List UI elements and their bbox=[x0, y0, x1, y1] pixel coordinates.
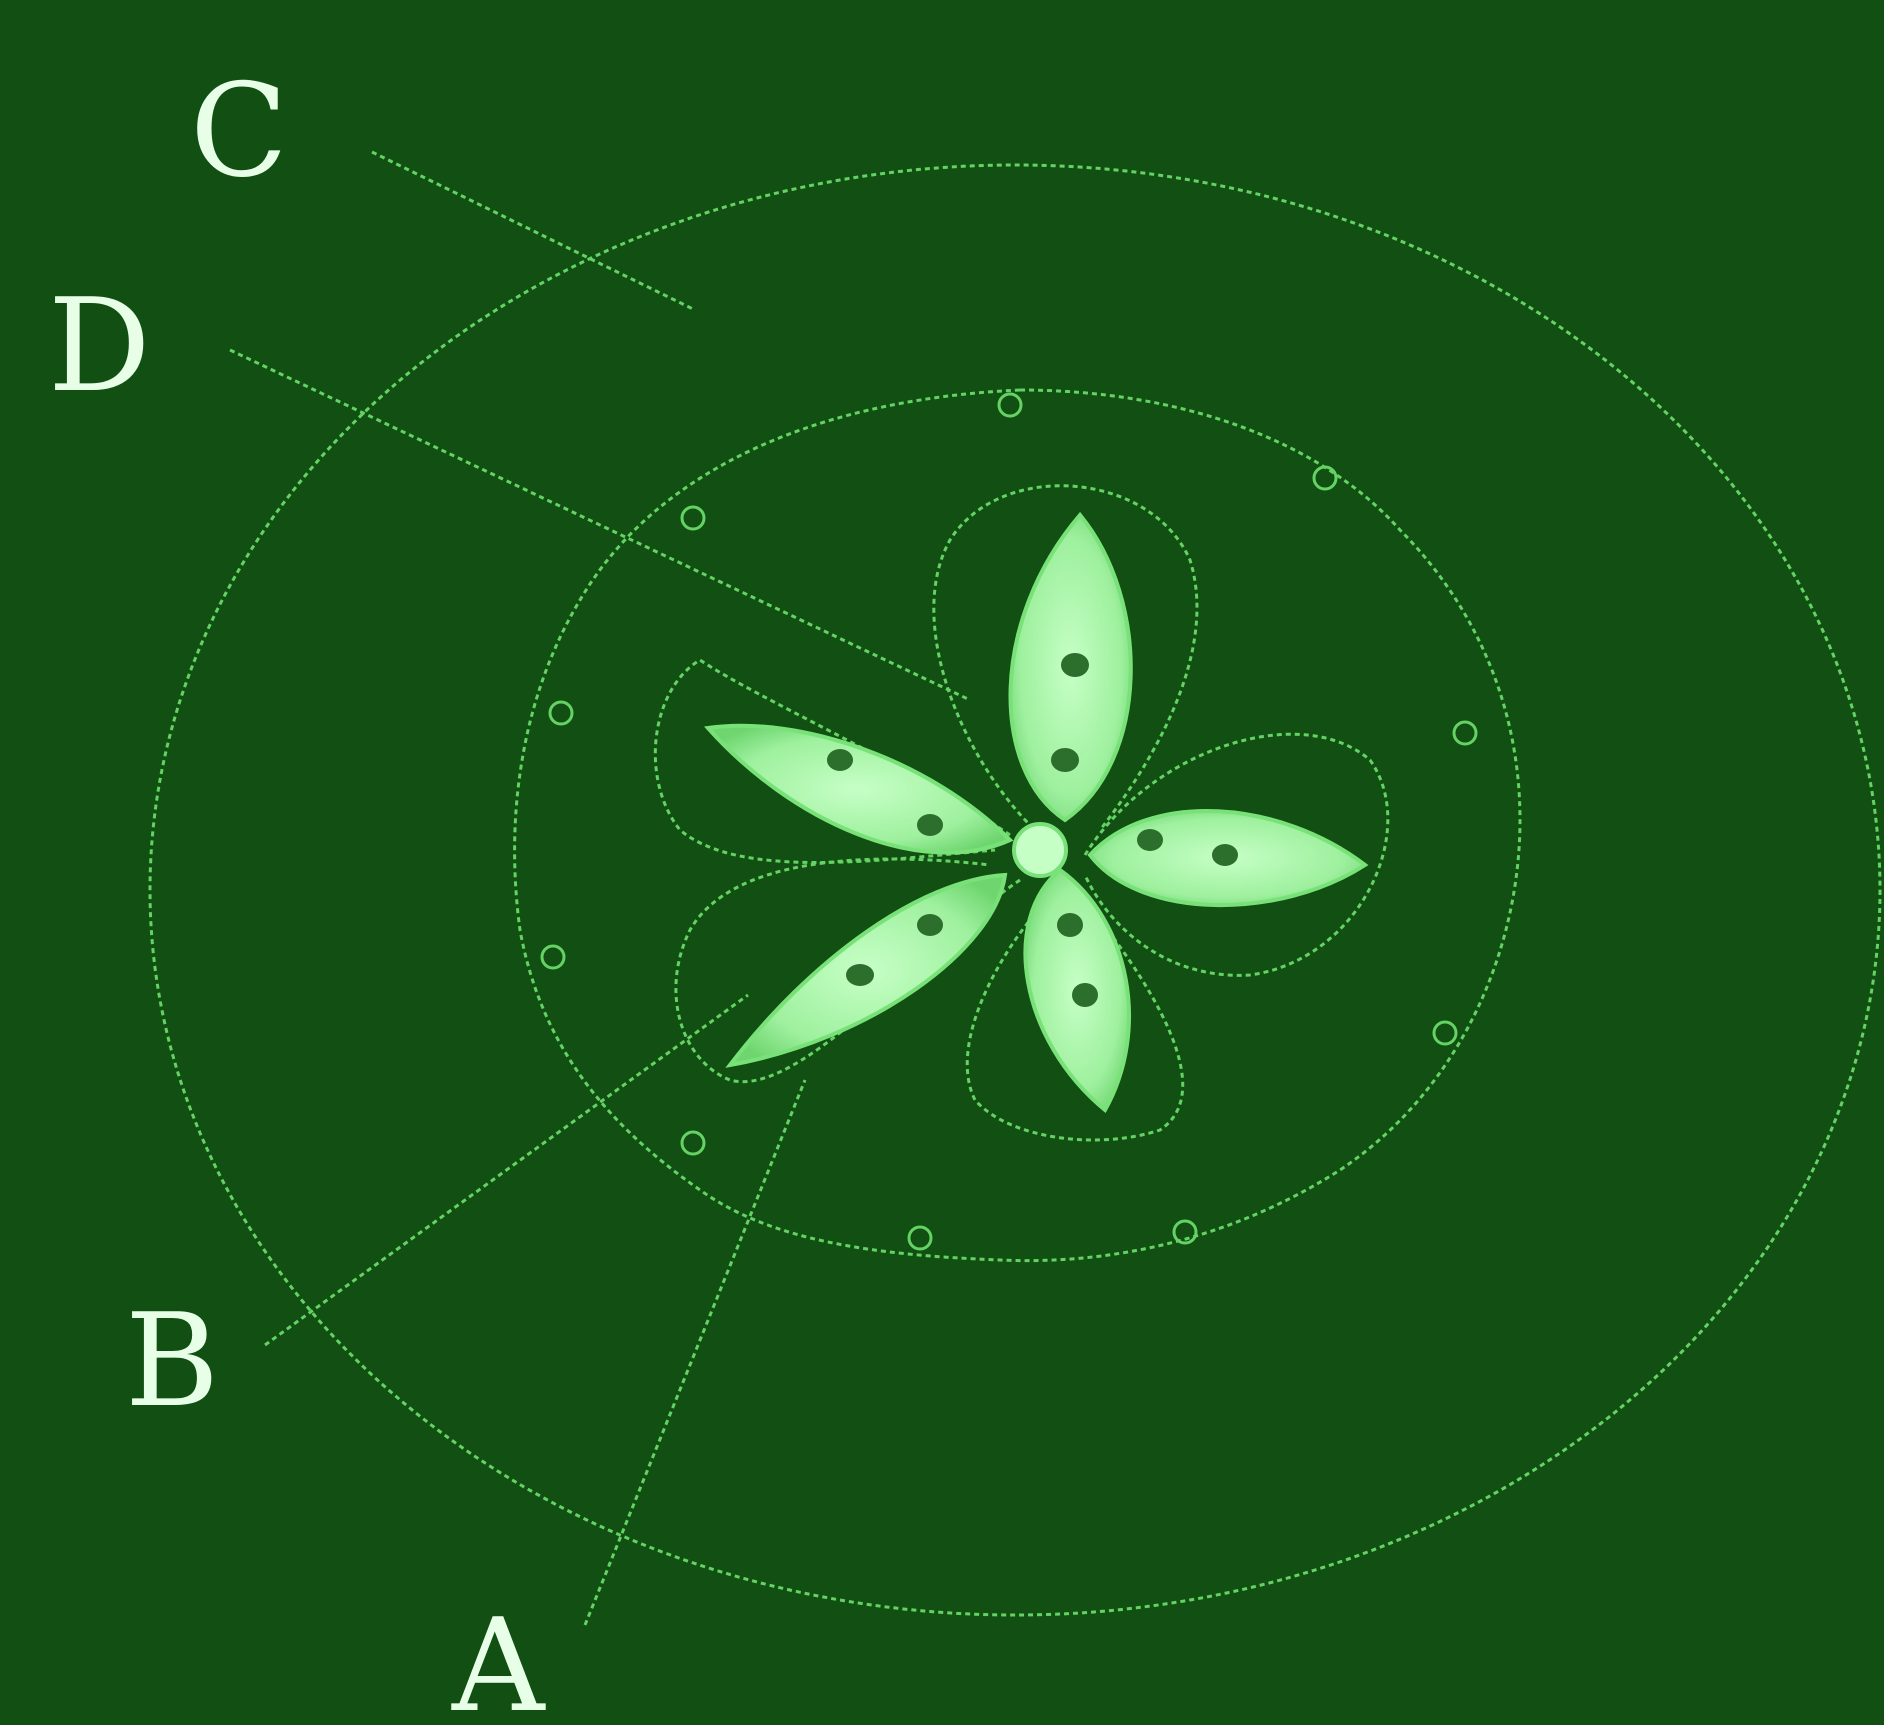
central-pith bbox=[1014, 824, 1066, 876]
label-c: C bbox=[190, 57, 288, 206]
label-a: A bbox=[451, 1592, 546, 1725]
label-d: D bbox=[48, 272, 151, 421]
label-b: B bbox=[125, 1287, 219, 1436]
